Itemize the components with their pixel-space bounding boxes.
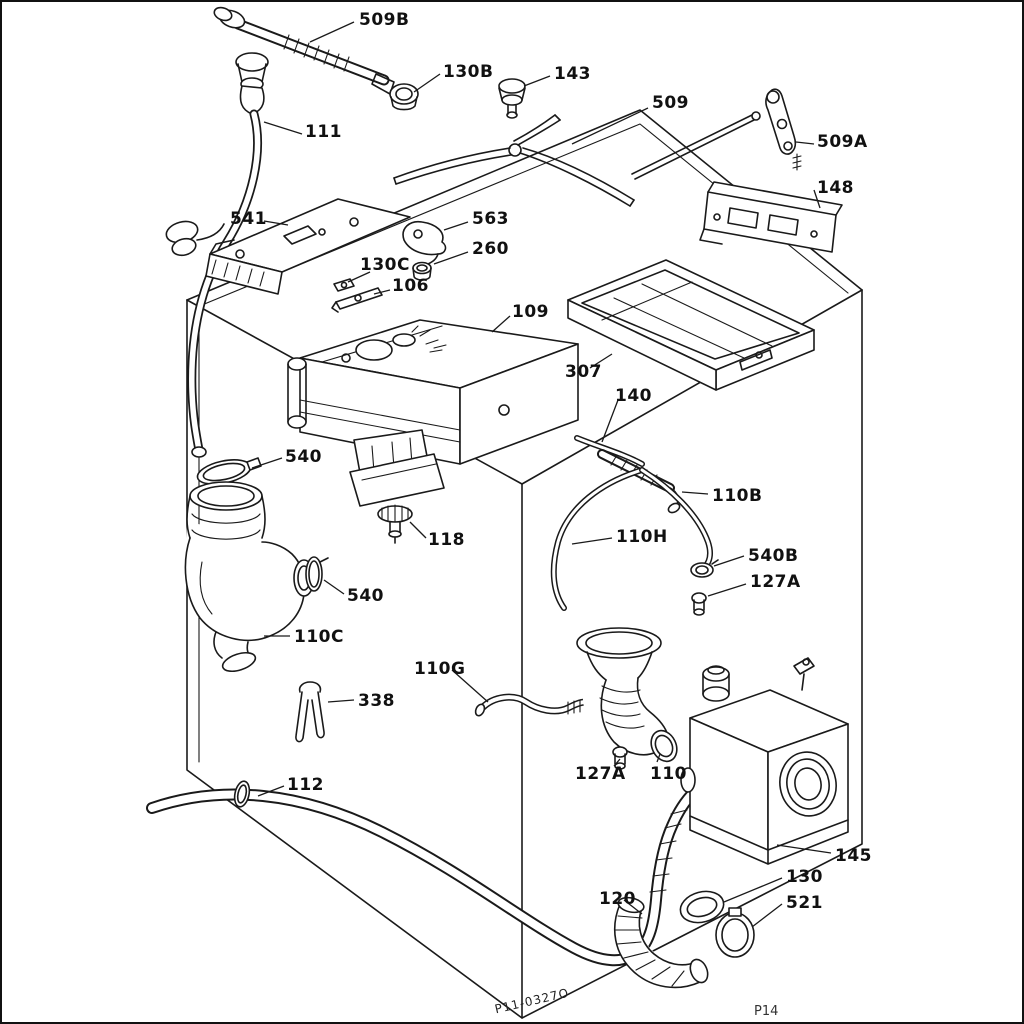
part-label-140: 140 <box>615 386 652 406</box>
part-label-110: 110 <box>650 764 687 784</box>
part-label-260: 260 <box>472 239 509 259</box>
part-label-130: 130 <box>786 867 823 887</box>
part-label-148: 148 <box>817 178 854 198</box>
pump-housing-145 <box>680 657 849 865</box>
drawer-tray-307 <box>567 259 815 391</box>
part-label-540-upper: 540 <box>285 447 322 467</box>
cover-563 <box>402 220 447 265</box>
part-label-127a-right: 127A <box>750 572 801 592</box>
part-label-110g: 110G <box>414 659 466 679</box>
nut-130b <box>389 83 419 111</box>
distributor-rod-509 <box>393 111 761 207</box>
part-label-130b: 130B <box>443 62 494 82</box>
part-label-112: 112 <box>287 775 324 795</box>
part-label-120: 120 <box>599 889 636 909</box>
clamp-521 <box>715 907 755 958</box>
part-label-307: 307 <box>565 362 602 382</box>
fill-hose-509b <box>213 6 395 95</box>
dispenser-housing-109 <box>287 319 579 507</box>
part-label-127a-bottom: 127A <box>575 764 626 784</box>
part-label-109: 109 <box>512 302 549 322</box>
leader-lines <box>251 21 832 928</box>
part-label-130c: 130C <box>360 255 410 275</box>
ring-130 <box>679 890 725 924</box>
nut-260 <box>412 261 432 281</box>
clamp-540b <box>690 559 719 578</box>
cap-143 <box>498 78 526 119</box>
strip-106 <box>331 287 383 313</box>
part-label-111: 111 <box>305 122 342 142</box>
fitting-127a-bottom <box>612 746 628 770</box>
clamp-540-mid <box>305 556 329 592</box>
part-label-521: 521 <box>786 893 823 913</box>
part-label-110c: 110C <box>294 627 344 647</box>
inlet-hose-111 <box>165 52 269 458</box>
part-label-563: 563 <box>472 209 509 229</box>
hose-140 <box>574 435 645 467</box>
part-label-118: 118 <box>428 530 465 550</box>
part-label-540b: 540B <box>748 546 799 566</box>
pipe-110g <box>474 693 594 717</box>
lever-509a <box>765 88 802 171</box>
part-label-338: 338 <box>358 691 395 711</box>
part-label-110b: 110B <box>712 486 763 506</box>
elbow-hose-110 <box>576 627 678 763</box>
clamp-540-upper <box>196 457 262 485</box>
part-label-110h: 110H <box>616 527 668 547</box>
bracket-148 <box>699 181 843 253</box>
part-label-143: 143 <box>554 64 591 84</box>
part-label-509a: 509A <box>817 132 868 152</box>
bellows-110c <box>184 481 315 673</box>
part-label-106: 106 <box>392 276 429 296</box>
pipe-110h <box>550 467 714 611</box>
part-label-540-mid: 540 <box>347 586 384 606</box>
foot-118 <box>377 504 413 544</box>
bellows-120 <box>613 896 709 989</box>
page-ref: P14 <box>754 1004 779 1019</box>
part-label-509: 509 <box>652 93 689 113</box>
clip-338 <box>295 681 325 743</box>
fitting-127a-right <box>691 592 707 616</box>
part-label-145: 145 <box>835 846 872 866</box>
part-label-541: 541 <box>230 209 267 229</box>
part-label-509b: 509B <box>359 10 410 30</box>
mounting-plate-541 <box>205 198 411 295</box>
